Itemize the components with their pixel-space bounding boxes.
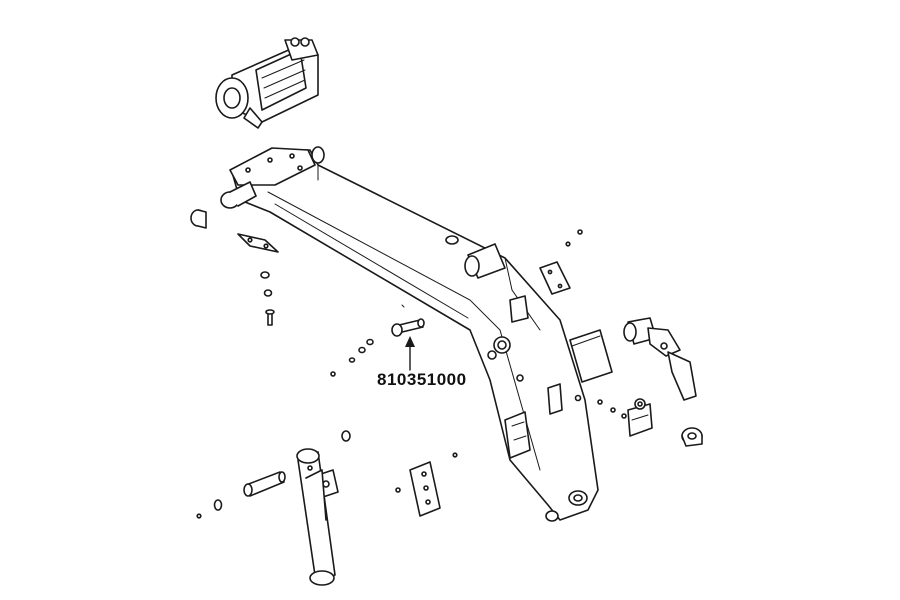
winch-assembly [215,37,319,129]
cylinder-pin [243,471,286,497]
bracket-plate [237,233,279,253]
hydraulic-cylinder [296,448,339,586]
hardware-right [574,394,627,419]
pin-hardware [330,338,374,377]
pin-810351000 [391,304,425,337]
bushing-left [190,209,207,229]
roller [681,427,703,447]
wear-pad [569,329,613,383]
slider-plate [409,461,441,517]
cover-plate-right [539,261,571,295]
hook-swivel [623,317,697,401]
hardware-left [260,271,275,326]
slider-hardware [395,452,458,493]
hardware-top-right [565,229,583,247]
part-number-callout: 810351000 [377,370,467,389]
callout-arrow [405,336,415,371]
bracket-clip [627,398,653,437]
boom-arm [220,146,599,522]
cylinder-hardware [196,430,351,519]
